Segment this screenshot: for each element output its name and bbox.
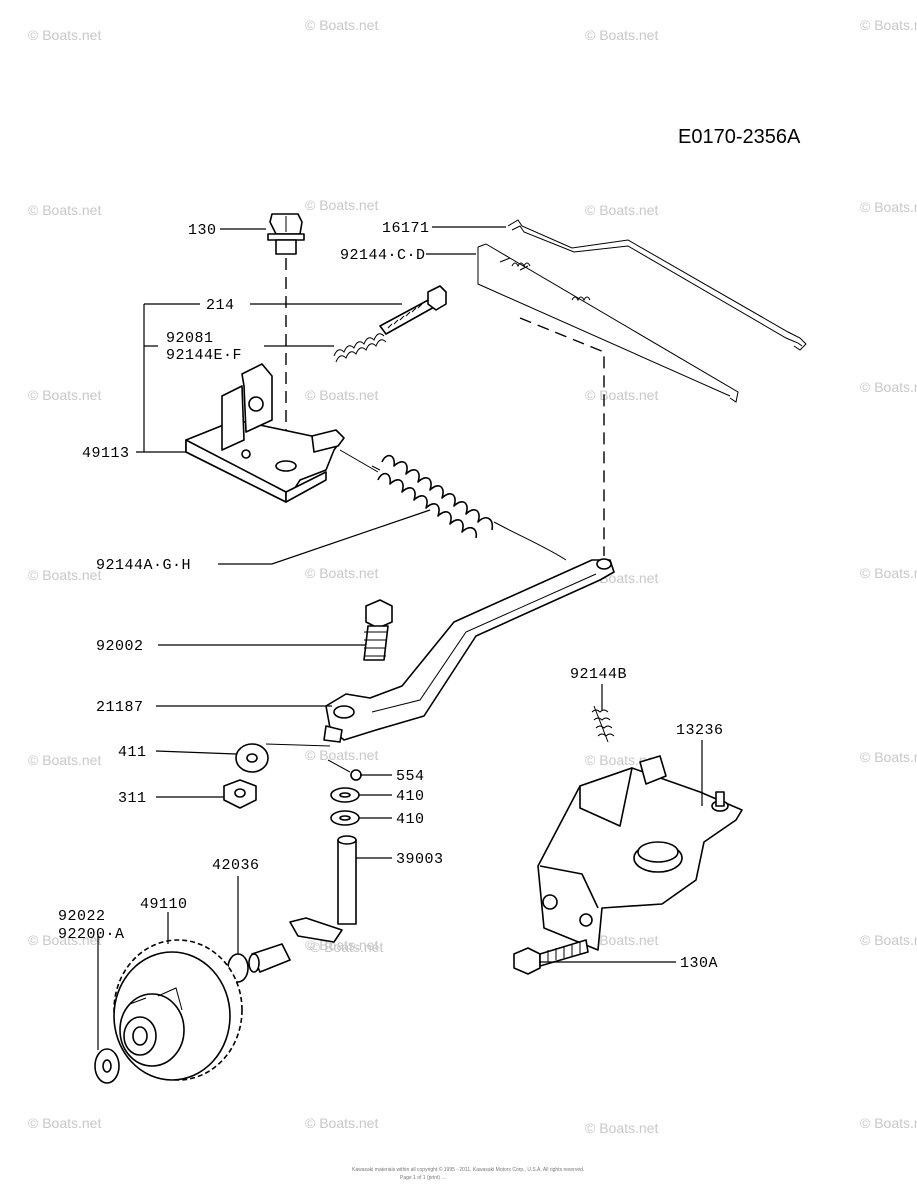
watermark: © Boats.net	[28, 27, 101, 43]
part-label: 92022	[58, 908, 106, 925]
watermark: © Boats.net	[860, 1115, 917, 1131]
watermark: © Boats.net	[860, 565, 917, 581]
part-label: 16171	[382, 220, 430, 237]
watermark: © Boats.net	[310, 939, 383, 955]
part-21187-lever	[323, 558, 615, 743]
watermark: © Boats.net	[28, 387, 101, 403]
part-label: 49110	[140, 896, 188, 913]
watermark: © Boats.net	[305, 747, 378, 763]
part-49113-bracket	[185, 363, 345, 503]
watermark: © Boats.net	[585, 387, 658, 403]
part-label: 411	[118, 744, 147, 761]
watermark: © Boats.net	[860, 17, 917, 33]
part-label: 39003	[396, 851, 444, 868]
watermark: © Boats.net	[585, 1120, 658, 1136]
watermark: © Boats.net	[585, 202, 658, 218]
part-label: 42036	[212, 857, 260, 874]
part-92081-spring	[333, 333, 387, 363]
part-label: 554	[396, 768, 425, 785]
part-39003-shaft	[289, 835, 357, 943]
watermark: © Boats.net	[585, 932, 658, 948]
watermark: © Boats.net	[305, 17, 378, 33]
part-label: 92144·C·D	[340, 247, 426, 264]
part-130a-bolt	[513, 939, 589, 975]
part-label: 49113	[82, 445, 130, 462]
watermark: © Boats.net	[28, 752, 101, 768]
part-label: 92081	[166, 330, 214, 347]
watermark: © Boats.net	[305, 565, 378, 581]
part-label: 130A	[680, 955, 718, 972]
part-label: 311	[118, 790, 147, 807]
part-311-nut	[223, 779, 257, 809]
watermark: © Boats.net	[860, 379, 917, 395]
part-92144b-spring	[591, 705, 615, 743]
watermark-layer: © Boats.net © Boats.net © Boats.net © Bo…	[28, 17, 917, 1136]
part-label: 92144A·G·H	[96, 557, 191, 574]
watermark: © Boats.net	[860, 932, 917, 948]
diagram-code: E0170-2356A	[678, 126, 801, 148]
watermark: © Boats.net	[28, 932, 101, 948]
watermark: © Boats.net	[28, 202, 101, 218]
watermark: © Boats.net	[860, 749, 917, 765]
part-92002-bolt	[363, 599, 393, 661]
part-130-bolt	[267, 213, 305, 255]
watermark: © Boats.net	[305, 1115, 378, 1131]
part-92144agh-spring	[339, 449, 567, 561]
part-label: 92200·A	[58, 926, 125, 943]
part-49110-gear	[113, 939, 243, 1081]
part-label: 92002	[96, 638, 144, 655]
part-13236-bracket	[537, 755, 743, 951]
part-label: 214	[206, 297, 235, 314]
part-label: 92144B	[570, 666, 627, 683]
part-labels: 130 16171 92144·C·D 214 92081 92144E·F 4…	[58, 220, 724, 972]
watermark: © Boats.net	[860, 199, 917, 215]
leader-lines	[97, 226, 703, 1050]
part-label: 410	[396, 788, 425, 805]
copyright-line: Page 1 of 1 (print) ...	[400, 1175, 446, 1181]
part-16171-rod	[507, 219, 807, 351]
part-label: 21187	[96, 699, 144, 716]
dashed-link	[519, 317, 605, 556]
watermark: © Boats.net	[28, 1115, 101, 1131]
watermark: © Boats.net	[585, 27, 658, 43]
part-214-bolt	[379, 285, 447, 335]
part-554-pin	[327, 759, 362, 781]
part-label: 130	[188, 222, 217, 239]
watermark: © Boats.net	[305, 197, 378, 213]
part-42036-collar	[227, 943, 291, 983]
part-label: 92144E·F	[166, 347, 242, 364]
part-label: 13236	[676, 722, 724, 739]
copyright-line: Kawasaki materials within all copyright …	[352, 1166, 584, 1173]
watermark: © Boats.net	[28, 567, 101, 583]
watermark: © Boats.net	[305, 387, 378, 403]
part-label: 410	[396, 811, 425, 828]
part-92144cd-springs	[477, 243, 739, 403]
